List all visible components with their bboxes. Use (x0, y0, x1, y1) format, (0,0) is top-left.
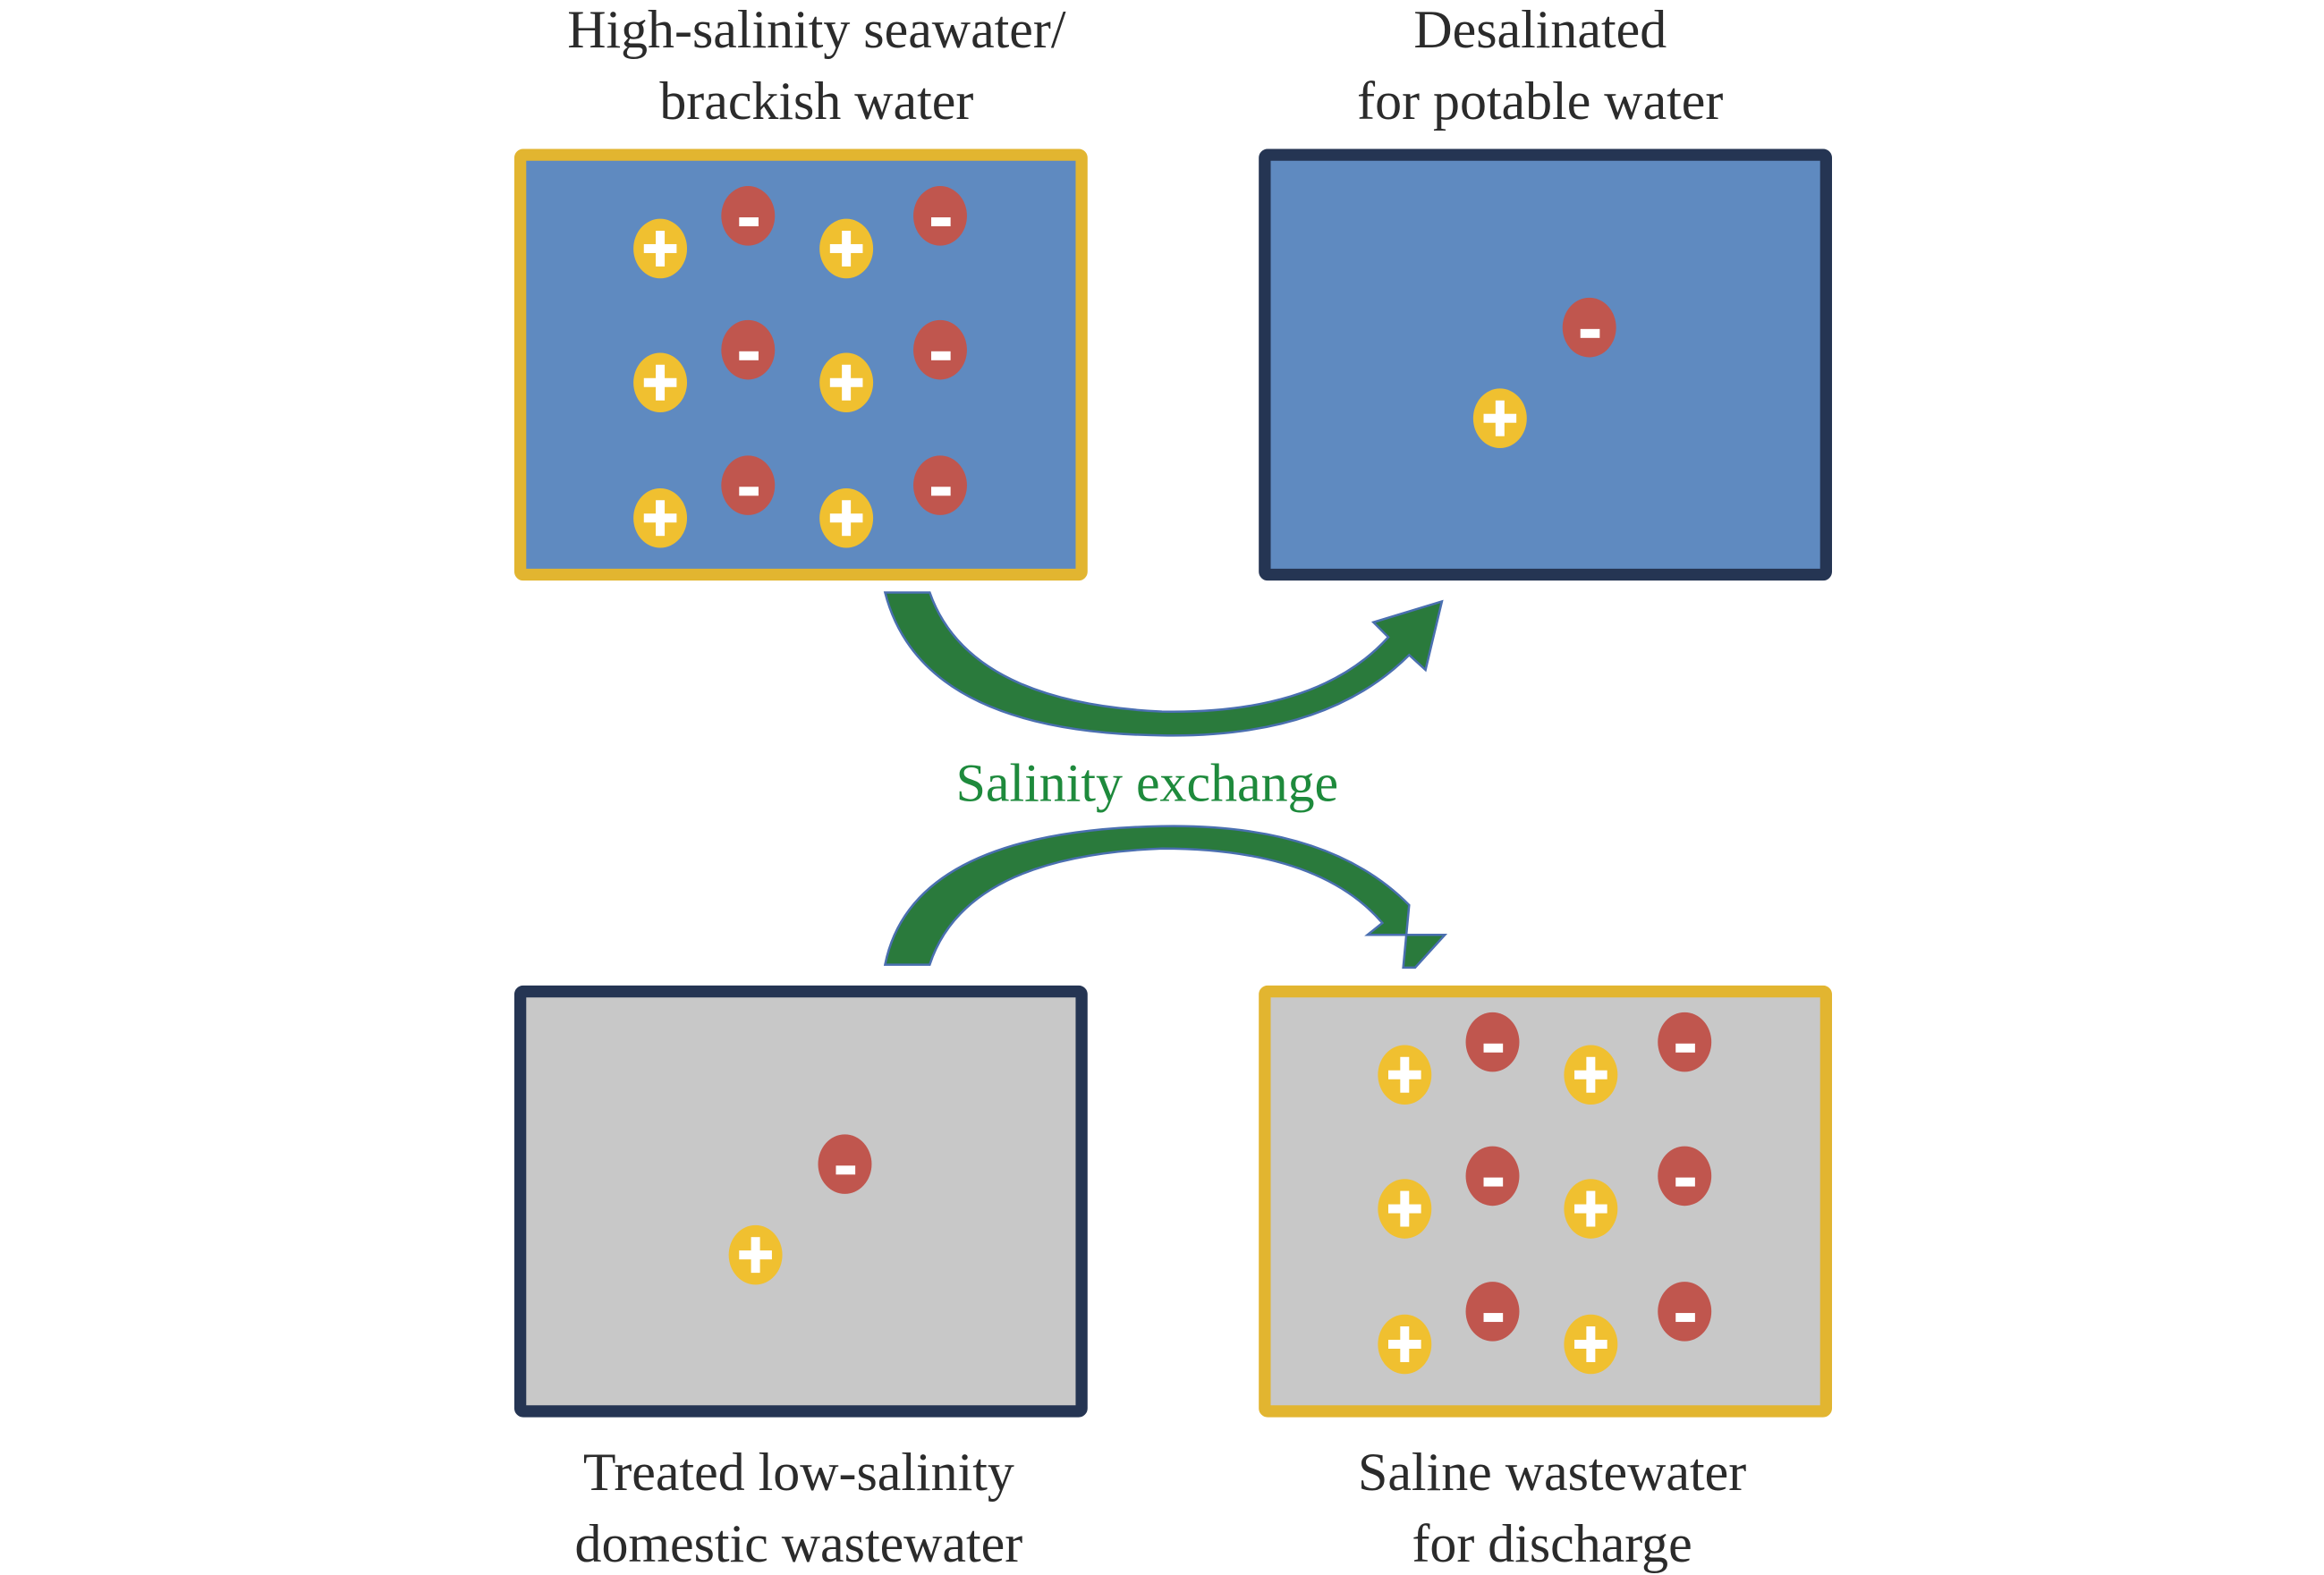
cation-icon (633, 487, 688, 548)
box-treated-wastewater (513, 985, 1088, 1418)
cation-icon (819, 352, 874, 413)
anion-icon (913, 455, 967, 515)
cation-icon (819, 218, 874, 279)
anion-icon (721, 455, 776, 515)
arrow-seawater-to-desalinated (883, 591, 1444, 737)
cation-icon (633, 352, 688, 413)
cation-icon (1564, 1314, 1618, 1375)
cation-icon (1564, 1179, 1618, 1239)
box-desalinated-water (1259, 148, 1833, 581)
cation-icon (1378, 1045, 1432, 1105)
anion-icon (818, 1134, 872, 1194)
anion-icon (913, 319, 967, 380)
label-salinity-exchange: Salinity exchange (956, 753, 1339, 812)
box-saline-wastewater (1259, 985, 1833, 1418)
cation-icon (1378, 1179, 1432, 1239)
anion-icon (1658, 1282, 1712, 1342)
anion-icon (1465, 1146, 1520, 1207)
anion-icon (721, 186, 776, 246)
anion-icon (1465, 1282, 1520, 1342)
anion-icon (913, 186, 967, 246)
cation-icon (633, 218, 688, 279)
anion-icon (721, 319, 776, 380)
cation-icon (1378, 1314, 1432, 1375)
box-high-salinity-seawater (513, 148, 1088, 581)
anion-icon (1658, 1146, 1712, 1207)
anion-icon (1658, 1012, 1712, 1072)
cation-icon (1564, 1045, 1618, 1105)
anion-icon (1465, 1012, 1520, 1072)
label-top-left: High-salinity seawater/brackish water (567, 0, 1066, 131)
cation-icon (728, 1224, 783, 1285)
cation-icon (1472, 388, 1527, 449)
anion-icon (1562, 297, 1616, 358)
arrow-wastewater-to-discharge (883, 825, 1448, 970)
cation-icon (819, 487, 874, 548)
